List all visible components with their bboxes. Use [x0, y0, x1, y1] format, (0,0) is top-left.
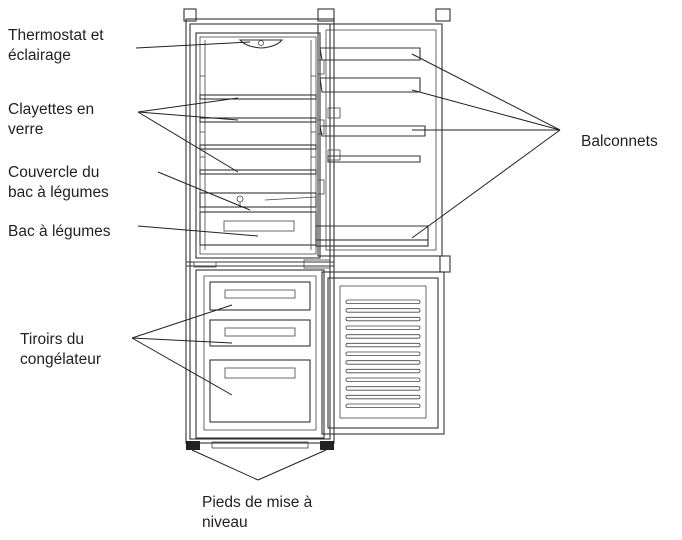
leader-shelf-3: [137, 111, 239, 173]
leader-lines: [131, 41, 561, 481]
freezer-door-rib: [345, 342, 421, 348]
leader-foot-right: [257, 449, 327, 481]
leader-shelf-2: [137, 111, 239, 121]
label-crisper-cover: Couvercle du bac à légumes: [8, 164, 109, 201]
leveling-foot: [186, 441, 200, 450]
freezer-door-rib: [345, 308, 421, 313]
fridge-door: [317, 8, 451, 257]
freezer-door-rib: [345, 316, 421, 322]
freezer-door-rib: [345, 377, 421, 382]
label-door-balconies: Balconnets: [581, 133, 658, 150]
crisper-cover: [199, 192, 317, 208]
freezer-door-rib: [345, 368, 421, 374]
label-crisper: Bac à légumes: [8, 223, 111, 240]
label-leveling-feet: Pieds de mise à niveau: [202, 494, 313, 531]
freezer-door-rib: [345, 299, 421, 304]
base-plinth: [211, 441, 309, 449]
leader-shelf-1: [137, 97, 239, 113]
thermostat-light: [238, 39, 284, 49]
leveling-feet-shapes: [186, 441, 334, 450]
leader-foot-left: [191, 449, 259, 481]
freezer-door-rib: [345, 386, 421, 391]
crisper-drawer: [199, 211, 317, 246]
leader-freezer-3: [131, 337, 233, 396]
freezer-drawers: [209, 281, 311, 423]
leader-freezer-2: [131, 337, 233, 344]
leader-crisper-cover: [157, 171, 251, 211]
leader-balcony-1: [411, 53, 561, 131]
freezer-door: [321, 255, 451, 435]
glass-shelves: [199, 94, 317, 175]
leader-crisper: [137, 225, 259, 237]
label-thermostat: Thermostat et éclairage: [8, 27, 104, 64]
shelf-rails: [200, 75, 316, 158]
freezer-door-rib: [345, 334, 421, 339]
freezer-door-rib: [345, 360, 421, 365]
leader-freezer-1: [131, 304, 233, 339]
freezer-compartment: [195, 269, 325, 439]
door-balconies: [315, 47, 429, 247]
leveling-foot: [320, 441, 334, 450]
freezer-door-rib: [345, 394, 421, 400]
label-glass-shelves: Clayettes en verre: [8, 101, 95, 138]
label-freezer-drawers: Tiroirs du congélateur: [20, 331, 102, 368]
leader-balcony-2: [411, 89, 561, 131]
freezer-door-ribs: [345, 299, 421, 408]
leader-balcony-4: [411, 129, 561, 239]
freezer-door-rib: [345, 403, 421, 408]
freezer-door-rib: [345, 325, 421, 330]
freezer-door-rib: [345, 351, 421, 356]
cabinet-outline: [183, 8, 335, 444]
leader-thermostat: [135, 41, 251, 49]
